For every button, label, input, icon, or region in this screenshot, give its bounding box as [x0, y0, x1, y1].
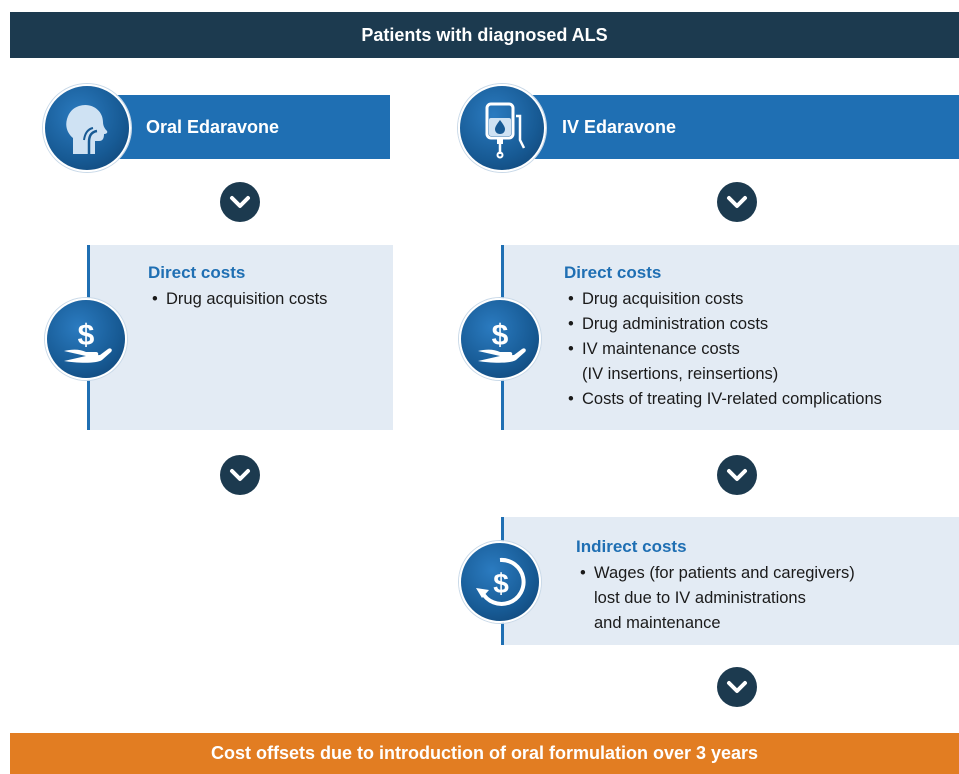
dollar-hand-icon: $	[45, 298, 127, 380]
list-item: Drug acquisition costs	[564, 287, 959, 312]
footer-title: Cost offsets due to introduction of oral…	[210, 743, 759, 763]
header-title: Patients with diagnosed ALS	[361, 24, 608, 45]
oral-arm-bar: Oral Edaravone	[80, 95, 390, 159]
oral-direct-costs-box: Direct costs Drug acquisition costs	[87, 245, 393, 430]
iv-direct-costs-title: Direct costs	[564, 263, 662, 282]
chevron-down-icon	[717, 667, 757, 707]
list-item: Drug acquisition costs	[148, 287, 327, 312]
list-item: IV maintenance costs (IV insertions, rei…	[564, 337, 959, 387]
list-item: Costs of treating IV-related complicatio…	[564, 387, 959, 412]
oral-direct-costs-list: Drug acquisition costs	[148, 287, 327, 312]
dollar-cycle-icon: $	[459, 541, 541, 623]
chevron-down-icon	[717, 455, 757, 495]
chevron-down-icon	[717, 182, 757, 222]
oral-direct-costs-title: Direct costs	[148, 263, 246, 282]
iv-direct-costs-box: Direct costs Drug acquisition costs Drug…	[501, 245, 959, 430]
iv-bag-icon	[458, 84, 546, 172]
iv-indirect-costs-title: Indirect costs	[576, 537, 687, 556]
svg-text:$: $	[78, 319, 95, 352]
oral-arm-label: Oral Edaravone	[146, 116, 280, 137]
svg-text:$: $	[492, 319, 509, 352]
iv-arm-bar: IV Edaravone	[500, 95, 959, 159]
header-banner: Patients with diagnosed ALS	[10, 12, 959, 58]
svg-text:$: $	[493, 568, 509, 599]
list-item: Drug administration costs	[564, 312, 959, 337]
chevron-down-icon	[220, 455, 260, 495]
iv-indirect-costs-list: Wages (for patients and caregivers) lost…	[576, 561, 956, 636]
list-item: Wages (for patients and caregivers) lost…	[576, 561, 956, 636]
iv-indirect-costs-box: Indirect costs Wages (for patients and c…	[501, 517, 959, 645]
dollar-hand-icon: $	[459, 298, 541, 380]
iv-direct-costs-list: Drug acquisition costs Drug administrati…	[564, 287, 959, 412]
iv-arm-label: IV Edaravone	[562, 116, 677, 137]
chevron-down-icon	[220, 182, 260, 222]
head-profile-icon	[43, 84, 131, 172]
footer-banner: Cost offsets due to introduction of oral…	[10, 733, 959, 774]
